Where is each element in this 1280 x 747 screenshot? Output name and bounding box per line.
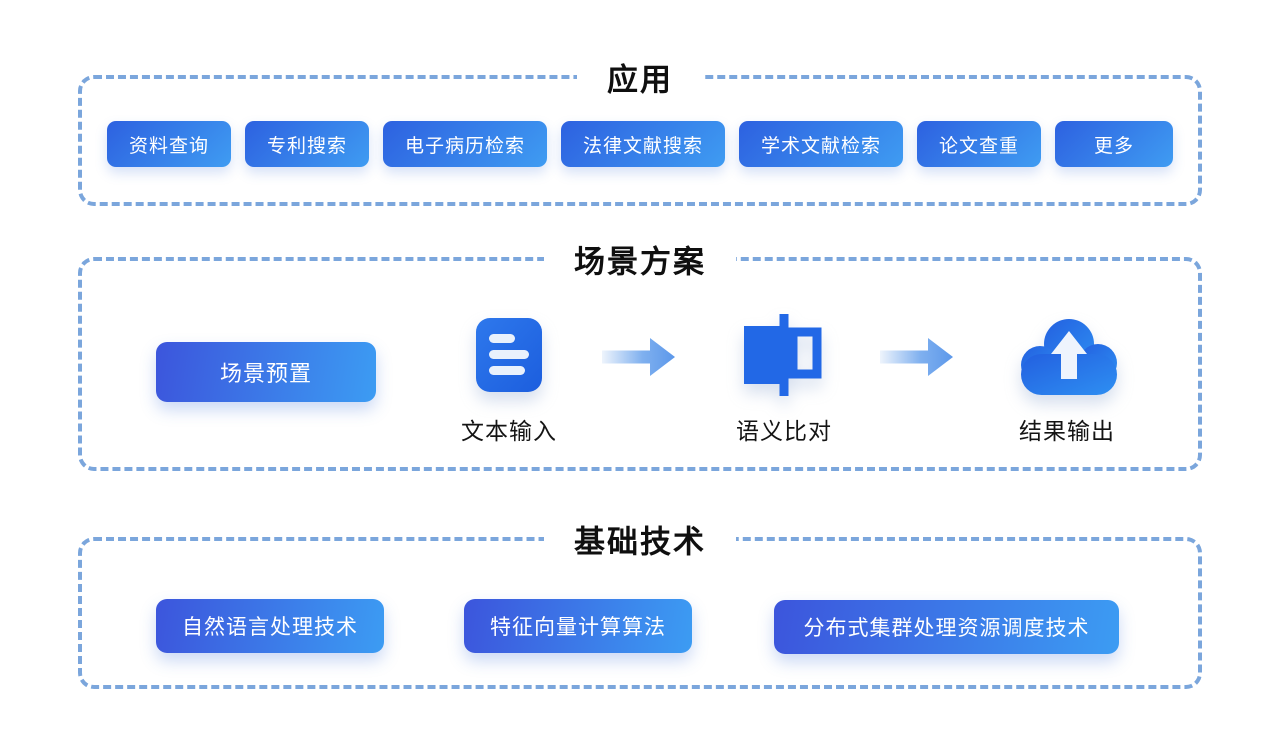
flow-step-label-result-output: 结果输出	[1019, 418, 1115, 444]
chip-legal-doc-search: 法律文献搜索	[560, 121, 725, 167]
chip-patent-search: 专利搜索	[244, 121, 369, 167]
section-application: 应用 资料查询 专利搜索 电子病历检索 法律文献搜索 学术文献检索 论文查重 更…	[78, 54, 1202, 206]
flow-step-label-text-input: 文本输入	[461, 418, 557, 444]
section-technology: 基础技术 自然语言处理技术 特征向量计算算法 分布式集群处理资源调度技术	[78, 516, 1202, 689]
semantic-compare-icon	[742, 314, 826, 401]
flow-step-label-semantic-compare: 语义比对	[736, 418, 832, 444]
flow-arrow-icon	[602, 337, 676, 382]
flow-arrow-icon	[880, 337, 954, 382]
tech-feature-vector-button: 特征向量计算算法	[464, 599, 692, 653]
scene-preset-button: 场景预置	[156, 342, 376, 402]
document-icon	[476, 318, 542, 397]
chip-more: 更多	[1055, 121, 1174, 167]
chip-data-search: 资料查询	[106, 121, 231, 167]
chip-academic-doc-search: 学术文献检索	[739, 121, 904, 167]
tech-nlp-button: 自然语言处理技术	[156, 599, 384, 653]
chip-plagiarism-check: 论文查重	[917, 121, 1042, 167]
cloud-upload-icon	[1020, 317, 1118, 402]
section-scenario: 场景方案 场景预置	[78, 236, 1202, 471]
application-chip-row: 资料查询 专利搜索 电子病历检索 法律文献搜索 学术文献检索 论文查重 更多	[82, 121, 1198, 167]
section-scenario-title: 场景方案	[544, 236, 736, 282]
section-technology-title: 基础技术	[544, 516, 736, 562]
tech-distributed-cluster-button: 分布式集群处理资源调度技术	[774, 600, 1119, 654]
chip-emr-search: 电子病历检索	[382, 121, 547, 167]
section-application-title: 应用	[577, 54, 703, 100]
